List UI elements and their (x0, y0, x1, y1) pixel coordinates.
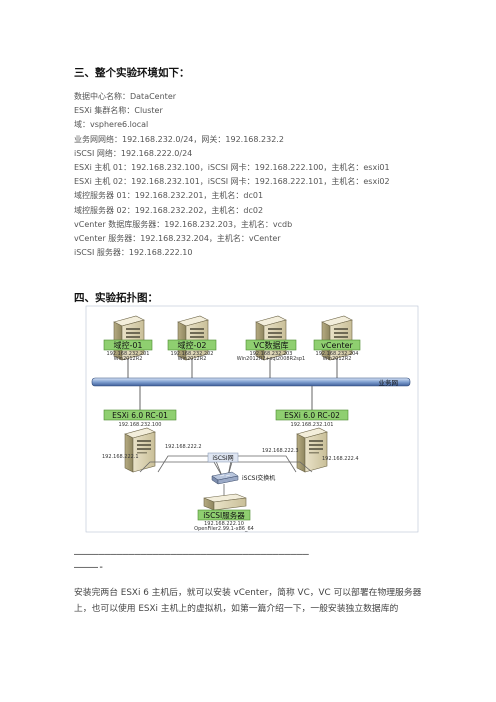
body-paragraph: 安装完两台 ESXi 6 主机后，就可以安装 vCenter，简称 VC，VC … (74, 588, 422, 614)
server-os-dc02: Win2012R2 (178, 356, 207, 362)
host-iscsi-ip-esxi02: 192.168.222.3 (262, 448, 299, 454)
info-line: 域：vsphere6.local (74, 120, 149, 130)
host-ip-esxi02: 192.168.232.101 (291, 422, 334, 428)
host-icon-esxi02 (296, 427, 328, 473)
section-heading-environment: 三、整个实验环境如下： (74, 67, 190, 79)
server-os-vcenter: Win2012R2 (323, 356, 352, 362)
server-ip-dc02: 192.168.232.202 (171, 351, 214, 357)
iscsi-network-label: iSCSI网 (212, 455, 233, 462)
info-line: 数据中心名称：DataCenter (74, 92, 177, 101)
info-line: ESXi 主机 01：192.168.232.100，iSCSI 网卡：192.… (74, 162, 390, 172)
info-line: iSCSI 网络：192.168.222.0/24 (74, 148, 193, 158)
server-ip-dc01: 192.168.232.201 (107, 351, 150, 357)
host-icon-esxi01 (124, 427, 156, 473)
info-line: vCenter 服务器：192.168.232.204，主机名：vCenter (74, 233, 281, 243)
info-line: iSCSI 服务器：192.168.222.10 (74, 248, 193, 258)
business-network-label: 业务网 (379, 378, 399, 387)
info-line: vCenter 数据库服务器：192.168.232.203，主机名：vcdb (74, 219, 293, 229)
section-heading-topology: 四、实验拓扑图： (74, 292, 158, 304)
divider-line-1: ——————————————————————————————————————— (74, 549, 309, 560)
storage-server-icon (203, 493, 247, 511)
server-os-vcdb: Win2012R2+sql2008R2sp1 (237, 356, 305, 362)
server-icon-dc01 (113, 315, 145, 361)
server-icon-vcenter (321, 315, 353, 361)
storage-os: OpenFiler2.99.1-x86_64 (194, 526, 254, 532)
divider-line-2: ————- (74, 562, 105, 573)
host-gw-ip-esxi02: 192.168.222.4 (322, 456, 359, 462)
server-label-dc02: 域控-02 (177, 340, 206, 350)
business-network-bus (91, 377, 411, 387)
iscsi-switch-label: iSCSI交换机 (242, 474, 275, 482)
server-label-vcdb: VC数据库 (253, 340, 288, 350)
iscsi-switch-icon (211, 471, 239, 485)
storage-ip: 192.168.222.10 (204, 521, 244, 527)
info-line: 业务网网络：192.168.232.0/24，网关：192.168.232.2 (74, 134, 284, 144)
server-icon-dc02 (177, 315, 209, 361)
info-line: ESXi 主机 02：192.168.232.101，iSCSI 网卡：192.… (74, 177, 390, 187)
server-os-dc01: Win2012R2 (114, 356, 143, 362)
environment-info-list: 数据中心名称：DataCenter ESXi 集群名称：Cluster 域：vs… (74, 90, 390, 260)
storage-label: iSCSI服务器 (203, 510, 245, 520)
host-iscsi-ip-esxi01: 192.168.222.2 (165, 444, 202, 450)
host-label-esxi01: ESXi 6.0 RC-01 (112, 411, 168, 420)
server-label-dc01: 域控-01 (113, 340, 142, 350)
server-ip-vcdb: 192.168.232.203 (250, 351, 293, 357)
server-ip-vcenter: 192.168.232.204 (316, 351, 359, 357)
divider-line: ——————————————————————————————————————— … (74, 548, 309, 574)
host-ip-esxi01: 192.168.232.100 (119, 422, 162, 428)
info-line: 域控服务器 02：192.168.232.202，主机名：dc02 (74, 205, 264, 215)
host-label-esxi02: ESXi 6.0 RC-02 (284, 411, 340, 420)
server-label-vcenter: vCenter (321, 341, 353, 350)
info-line: ESXi 集群名称：Cluster (74, 106, 163, 116)
diagram-frame (85, 305, 419, 533)
info-line: 域控服务器 01：192.168.232.201，主机名：dc01 (74, 191, 264, 201)
server-icon-vcdb (255, 315, 287, 361)
host-gw-ip-esxi01: 192.168.222.1 (102, 454, 139, 460)
